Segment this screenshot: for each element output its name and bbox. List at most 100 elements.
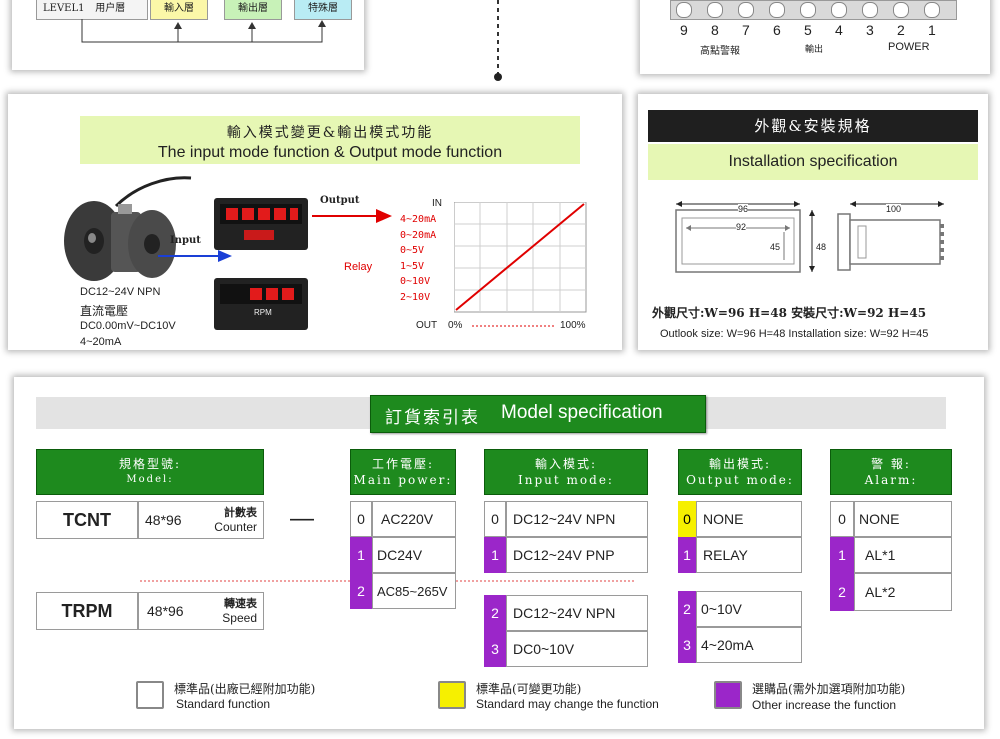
model-size-text: 48*96 bbox=[147, 603, 184, 619]
output-option-0: NONE bbox=[696, 501, 802, 537]
side-view-drawing bbox=[837, 201, 944, 271]
output-layer-box: 輸出層 bbox=[224, 0, 282, 20]
alarm-label: AL*2 bbox=[865, 584, 896, 600]
legend-swatch-standard bbox=[136, 681, 164, 709]
terminal-screw bbox=[831, 2, 847, 18]
legend-optional-en: Other increase the function bbox=[752, 698, 897, 712]
output-code-3: 3 bbox=[678, 627, 696, 663]
out-dotted-line bbox=[472, 325, 556, 327]
model-name-text: TCNT bbox=[63, 509, 111, 530]
input-label: DC12~24V NPN bbox=[513, 605, 616, 621]
dim-92-label: 92 bbox=[736, 222, 747, 232]
header-alarm: 警 報: Alarm: bbox=[830, 449, 952, 495]
input-label: DC0~10V bbox=[513, 641, 575, 657]
header-model-en: Model: bbox=[126, 474, 174, 485]
output-arrow bbox=[312, 209, 392, 223]
input-layer-box: 輸入層 bbox=[150, 0, 208, 20]
alarm-code-1: 1 bbox=[830, 537, 854, 573]
io-title-bar: 輸入模式變更&輸出模式功能 The input mode function & … bbox=[80, 116, 580, 164]
input-code-1: 1 bbox=[484, 537, 506, 573]
output-layer-label: 輸出層 bbox=[238, 3, 268, 14]
alarm-code-0: 0 bbox=[830, 501, 854, 537]
header-power-zh: 工作電壓: bbox=[371, 457, 435, 471]
terminal-pin-number: 3 bbox=[866, 22, 874, 38]
legend-optional-zh: 選購品(需外加選項附加功能) bbox=[752, 682, 906, 696]
output-code-1: 1 bbox=[678, 537, 696, 573]
range-label: 4~20mA bbox=[400, 214, 437, 225]
range-label: 1~5V bbox=[400, 260, 425, 272]
terminal-screw bbox=[924, 2, 940, 18]
output-option-3: 4~20mA bbox=[696, 627, 802, 663]
input-label: DC12~24V NPN bbox=[513, 511, 616, 527]
range-label: 0~5V bbox=[400, 245, 425, 257]
terminal-screw bbox=[893, 2, 909, 18]
meter-device-1 bbox=[214, 198, 308, 250]
level1-box: LEVEL1 用户層 bbox=[36, 0, 148, 20]
io-mode-card: 輸入模式變更&輸出模式功能 The input mode function & … bbox=[8, 94, 622, 350]
output-label: RELAY bbox=[703, 547, 748, 563]
model-detail-trpm: 48*96 轉速表 Speed bbox=[138, 592, 264, 630]
dim-96-label: 96 bbox=[738, 204, 749, 214]
power-option-0: AC220V bbox=[372, 501, 456, 537]
output-option-2: 0~10V bbox=[696, 591, 802, 627]
terminal-pin-number: 6 bbox=[773, 22, 781, 38]
header-output-zh: 輸出模式: bbox=[708, 457, 772, 471]
model-type-zh: 計數表 bbox=[224, 506, 257, 519]
io-title-en: The input mode function & Output mode fu… bbox=[157, 144, 503, 161]
level1-label: LEVEL1 bbox=[43, 3, 85, 14]
model-type-en: Speed bbox=[222, 611, 257, 625]
input-code-2: 2 bbox=[484, 595, 506, 631]
terminal-pin-number: 7 bbox=[742, 22, 750, 38]
header-model: 規格型號: Model: bbox=[36, 449, 264, 495]
terminal-pin-number: 4 bbox=[835, 22, 843, 38]
out-start-label: 0% bbox=[448, 320, 463, 331]
power-label: AC220V bbox=[381, 511, 434, 527]
user-layer-label: 用户層 bbox=[95, 3, 126, 14]
alarm-code-2: 2 bbox=[830, 573, 854, 611]
level-connector-lines bbox=[81, 19, 326, 43]
input-code-0: 0 bbox=[484, 501, 506, 537]
out-end-label: 100% bbox=[560, 320, 586, 331]
model-detail-tcnt: 48*96 計數表 Counter bbox=[138, 501, 264, 539]
header-input: 輸入模式: Input mode: bbox=[484, 449, 648, 495]
model-type-zh: 轉速表 bbox=[224, 597, 257, 610]
model-type-en: Counter bbox=[214, 520, 257, 534]
power-label: AC85~265V bbox=[377, 583, 448, 599]
model-size-text: 48*96 bbox=[145, 512, 182, 528]
header-alarm-en: Alarm: bbox=[864, 473, 918, 487]
sensor-spec-label: DC12~24V NPN bbox=[80, 286, 161, 298]
output-label: NONE bbox=[703, 511, 744, 527]
special-layer-box: 特殊層 bbox=[294, 0, 352, 20]
model-separator-dash: — bbox=[290, 505, 314, 532]
output-option-1: RELAY bbox=[696, 537, 802, 573]
legend-changeable-en: Standard may change the function bbox=[476, 697, 659, 711]
install-title-zh-bar: 外觀&安裝規格 bbox=[648, 110, 978, 142]
terminal-pin-number: 9 bbox=[680, 22, 688, 38]
range-label: 2~10V bbox=[400, 291, 431, 303]
header-input-en: Input mode: bbox=[518, 473, 614, 487]
dc-voltage-label: 直流電壓 bbox=[80, 304, 129, 318]
alarm-label: NONE bbox=[859, 511, 900, 527]
input-code-3: 3 bbox=[484, 631, 506, 667]
front-view-drawing bbox=[675, 201, 815, 273]
terminal-screw bbox=[707, 2, 723, 18]
io-title-zh: 輸入模式變更&輸出模式功能 bbox=[226, 125, 434, 141]
model-spec-card: 訂貨索引表 Model specification 規格型號: Model: 工… bbox=[14, 377, 984, 729]
terminal-pin-number: 5 bbox=[804, 22, 812, 38]
in-axis-label: IN bbox=[432, 198, 442, 209]
terminal-screw bbox=[676, 2, 692, 18]
output-code-0: 0 bbox=[678, 501, 696, 537]
power-option-1: DC24V bbox=[372, 537, 456, 573]
model-title-en: Model specification bbox=[501, 402, 663, 423]
legend-changeable-zh: 標準品(可變更功能) bbox=[476, 682, 582, 696]
meter-device-2: RPM bbox=[214, 278, 308, 330]
relay-label: Relay bbox=[344, 261, 373, 273]
install-title-en: Installation specification bbox=[728, 153, 898, 170]
legend-swatch-optional bbox=[714, 681, 742, 709]
dotted-connector bbox=[494, 0, 502, 81]
terminal-pin-number: 8 bbox=[711, 22, 719, 38]
output-arrow-label: Output bbox=[320, 195, 360, 206]
alarm-group-label: 高點警報 bbox=[700, 46, 740, 57]
